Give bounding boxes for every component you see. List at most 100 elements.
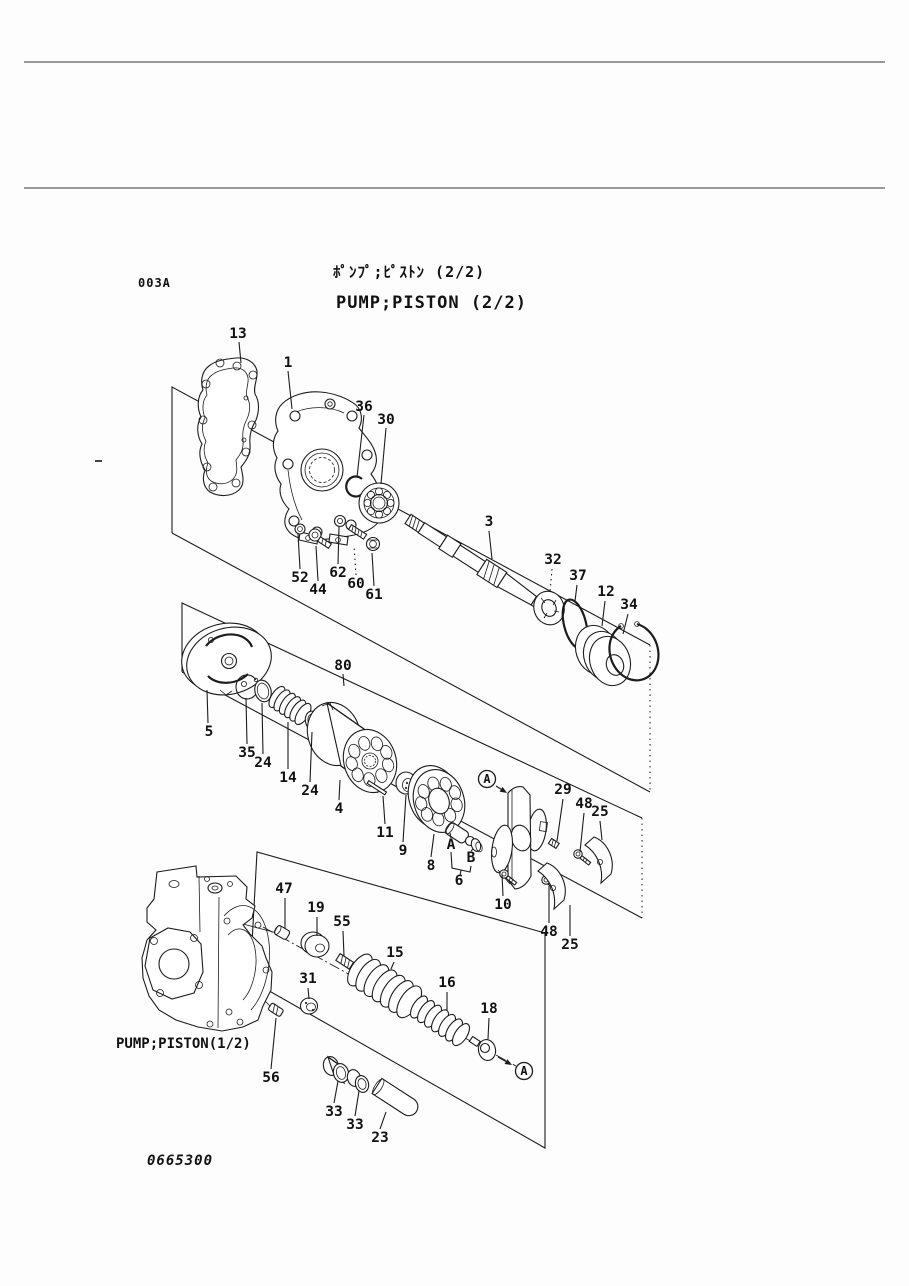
leader-line-29 <box>557 799 563 841</box>
part-label-6: 6 <box>455 873 464 889</box>
plug-insert-line <box>243 924 277 933</box>
leader-line-23 <box>380 1112 386 1129</box>
leader-line-33 <box>355 1091 359 1116</box>
part-retainer-plate-8 <box>400 759 472 839</box>
leader-line-62 <box>338 527 339 564</box>
part-label-B: B <box>467 850 476 866</box>
leader-line-1 <box>288 371 292 409</box>
leader-line-44 <box>316 546 318 581</box>
view-circle-A <box>479 771 496 788</box>
leader-line-33 <box>334 1081 338 1103</box>
part-bearing-30 <box>359 483 399 523</box>
part-spring-16 <box>407 993 473 1048</box>
callout-layer: 1313630524462606133237123453524142448011… <box>205 326 638 1146</box>
drawing-number: 0665300 <box>147 1153 214 1169</box>
part-label-A: A <box>447 837 456 853</box>
leader-line-15 <box>391 962 394 969</box>
page-code: 003A <box>138 276 171 290</box>
header-rule-bottom <box>24 187 885 189</box>
view-arrowhead-A <box>499 786 507 793</box>
margin-tick <box>95 460 102 462</box>
leader-line-9 <box>403 795 406 842</box>
part-label-23: 23 <box>371 1130 388 1146</box>
group-box-upper <box>172 387 650 792</box>
leader-line-24 <box>262 703 263 754</box>
part-label-4: 4 <box>335 801 344 817</box>
leader-line-80 <box>343 674 344 686</box>
part-label-16: 16 <box>438 975 455 991</box>
part-label-19: 19 <box>307 900 324 916</box>
part-bushing-33b <box>346 1068 371 1094</box>
part-valve-plate-5 <box>174 613 280 704</box>
part-cylinder-block-4 <box>299 696 404 800</box>
part-label-8: 8 <box>427 858 436 874</box>
part-label-60: 60 <box>347 576 364 592</box>
leader-line-5 <box>207 690 208 723</box>
leader-line-37 <box>575 585 577 601</box>
pump-body-reference <box>142 866 272 1031</box>
leader-line-34 <box>623 614 628 634</box>
leader-line-36 <box>357 415 364 477</box>
leader-line-56 <box>271 1018 276 1069</box>
leader-line-4 <box>339 780 340 800</box>
part-label-56: 56 <box>262 1070 279 1086</box>
part-label-24: 24 <box>301 783 319 799</box>
part-nut-61 <box>367 538 380 551</box>
part-cap-19 <box>301 932 329 957</box>
part-label-18: 18 <box>480 1001 497 1017</box>
view-arrow-A <box>496 786 501 789</box>
leader-line-A <box>450 833 451 838</box>
group-box-lower <box>250 852 545 1148</box>
part-bushing-33a <box>321 1055 350 1084</box>
part-bolt-44 <box>309 529 331 548</box>
part-label-44: 44 <box>309 582 327 598</box>
part-saddle-25-lower <box>538 863 565 909</box>
view-arrow-A <box>498 1057 506 1062</box>
part-label-9: 9 <box>399 843 408 859</box>
leader-line-32 <box>550 569 552 592</box>
part-label-33: 33 <box>325 1104 342 1120</box>
part-snapring-34 <box>609 622 658 681</box>
leader-line-24 <box>310 732 312 782</box>
view-label-A: A <box>520 1064 528 1078</box>
part-label-33: 33 <box>346 1117 363 1133</box>
part-gasket-13 <box>198 358 259 496</box>
part-rod-23 <box>370 1077 421 1119</box>
header-rule-top <box>24 61 885 63</box>
part-swash-plate-10 <box>489 787 549 889</box>
part-washer-62 <box>335 516 346 527</box>
leader-line-48 <box>580 813 584 852</box>
part-piston-6 <box>444 821 484 853</box>
leader-line-52 <box>298 534 300 569</box>
title-japanese: ﾎﾟﾝﾌﾟ;ﾋﾟｽﾄﾝ (2/2) <box>333 263 486 281</box>
part-label-25: 25 <box>591 804 608 820</box>
part-label-52: 52 <box>291 570 308 586</box>
part-plug-47 <box>273 924 291 940</box>
part-pin-11 <box>367 781 386 795</box>
part-label-34: 34 <box>620 597 638 613</box>
part-label-35: 35 <box>238 745 255 761</box>
leader-line-35 <box>246 698 247 744</box>
part-label-62: 62 <box>329 565 346 581</box>
leader-line-12 <box>602 601 605 626</box>
part-shaft-3 <box>403 511 549 614</box>
part-label-29: 29 <box>554 782 571 798</box>
part-label-5: 5 <box>205 724 214 740</box>
part-screw-48-upper <box>574 850 591 865</box>
part-plug-29 <box>548 838 559 848</box>
part-label-31: 31 <box>299 971 317 987</box>
part-stopper-18 <box>469 1036 497 1062</box>
part-label-55: 55 <box>333 914 350 930</box>
leader-line-3 <box>489 531 492 559</box>
leader-line-11 <box>383 796 385 824</box>
view-arrowhead-A <box>504 1059 512 1065</box>
part-label-10: 10 <box>494 897 511 913</box>
part-label-30: 30 <box>377 412 394 428</box>
leader-line-61 <box>372 553 374 586</box>
leader-line-31 <box>308 988 309 999</box>
cross-reference-label: PUMP;PISTON(1/2) <box>116 1036 251 1052</box>
part-washer-24a <box>252 678 273 703</box>
page-title: PUMP;PISTON (2/2) <box>336 293 527 313</box>
